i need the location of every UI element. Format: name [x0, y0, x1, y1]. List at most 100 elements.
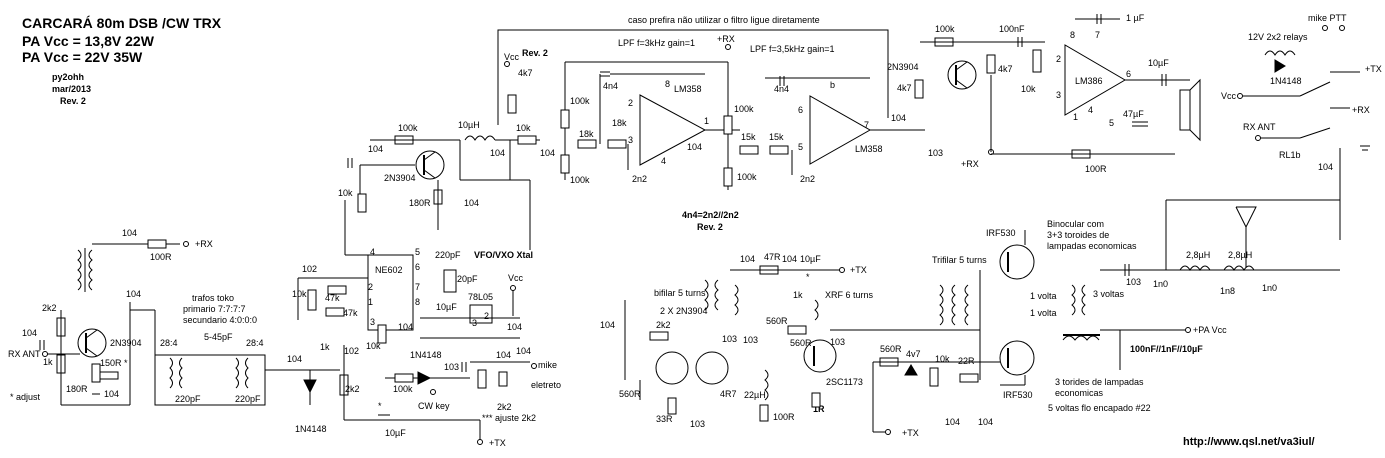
- cap-104-label: 104: [540, 148, 555, 158]
- cap-10u-label: 10µF: [800, 254, 821, 264]
- cap-220-label: 220pF: [235, 394, 261, 404]
- mike-terminal[interactable]: [531, 363, 537, 369]
- r100r-label: 100R: [150, 252, 172, 262]
- lm358-1-part-label: LM358: [674, 84, 702, 94]
- r15k-label: 15k: [741, 132, 756, 142]
- lpf1-note: LPF f=3kHz gain=1: [618, 38, 695, 48]
- filter-caps-label: 100nF//1nF//10µF: [1130, 344, 1203, 354]
- q2-part-label: 2N3904: [384, 173, 416, 183]
- bifilar-note: bifilar 5 turns: [654, 288, 706, 298]
- inductor-22uh-label: 22µH: [744, 390, 766, 400]
- rx-ant-input-label: RX ANT: [8, 349, 41, 359]
- cap-104-label: 104: [398, 322, 413, 332]
- trafos-note: secundario 4:0:0:0: [183, 315, 257, 325]
- cap-100n-label: 100nF: [999, 24, 1025, 34]
- pin-label: 6: [1126, 69, 1131, 79]
- cap-1n8-label: 1n8: [1220, 286, 1235, 296]
- r1k-label: 1k: [43, 357, 53, 367]
- 78l05-part-label: 78L05: [468, 292, 493, 302]
- trimmer-label: 5-45pF: [204, 332, 233, 342]
- zener-diode: [904, 364, 918, 376]
- date-label: mar/2013: [52, 84, 91, 94]
- mike-label: mike: [538, 360, 557, 370]
- inductor-10uh: [464, 135, 496, 141]
- diode-part-label: 1N4148: [295, 424, 327, 434]
- pin-label: 6: [415, 262, 420, 272]
- pin-label: 5: [798, 142, 803, 152]
- source-url[interactable]: http://www.qsl.net/va3iul/: [1183, 436, 1315, 448]
- mosfet1-part-label: IRF530: [986, 228, 1016, 238]
- pin-label: 1: [1073, 112, 1078, 122]
- pin-label: b: [830, 80, 835, 90]
- trafos-note: primario 7:7:7:7: [183, 304, 246, 314]
- pin-label: 2: [368, 282, 373, 292]
- revision-label: Rev. 2: [60, 96, 86, 106]
- cw-key-terminal[interactable]: [430, 389, 436, 395]
- ic-lm386: [1064, 44, 1126, 116]
- mike-ptt-terminal[interactable]: [1322, 25, 1328, 31]
- cap-1n0-label: 1n0: [1262, 283, 1277, 293]
- cap-104-label: 104: [490, 148, 505, 158]
- pin-label: 1: [704, 116, 709, 126]
- inductor-10uh-label: 10µH: [458, 120, 480, 130]
- transistor-q6-symbol: [803, 339, 837, 373]
- r10k-label: 10k: [366, 341, 381, 351]
- cap-104-label: 104: [496, 350, 511, 360]
- cap-1n0-label: 1n0: [1153, 279, 1168, 289]
- pin-label: 3: [628, 135, 633, 145]
- cap-220-label: 220pF: [452, 274, 478, 284]
- q6-part-label: 2SC1173: [826, 377, 863, 387]
- tx-rail-label: +TX: [850, 265, 867, 275]
- cap-104-label: 104: [287, 354, 302, 364]
- r10k-label: 10k: [338, 188, 353, 198]
- cap-104-label: 104: [687, 142, 702, 152]
- rx-transformer-primary: [77, 249, 82, 291]
- diode-part-label: 1N4148: [410, 350, 442, 360]
- trifilar-note: Trifilar 5 turns: [932, 255, 987, 265]
- rx-rail-label: +RX: [717, 34, 735, 44]
- pin-label: 4: [370, 247, 375, 257]
- mosfet-irf530-2: [999, 340, 1035, 376]
- cap-104-label: 104: [600, 320, 615, 330]
- cap-4n4-label: 4n4: [774, 84, 789, 94]
- trafos-note: trafos toko: [192, 293, 234, 303]
- pin-label: 7: [864, 120, 869, 130]
- polarity-mark: *: [378, 401, 382, 411]
- pa-choke: [1062, 335, 1100, 341]
- r100r-label: 100R: [1085, 164, 1107, 174]
- xrf-note: XRF 6 turns: [825, 290, 874, 300]
- inductor-l1: [1179, 265, 1211, 271]
- antenna-icon: [1235, 206, 1257, 229]
- cap-102-label: 102: [344, 346, 359, 356]
- pin-label: 7: [1095, 30, 1100, 40]
- r560-label: 560R: [880, 344, 902, 354]
- r1k-label: 1k: [320, 342, 330, 352]
- cap-104-label: 104: [507, 322, 522, 332]
- cap-104-label: 104: [464, 198, 479, 208]
- vcc-label: Vcc: [1221, 91, 1237, 101]
- r10k-label: 10k: [935, 354, 950, 364]
- transistor-q4-symbol: [655, 351, 689, 385]
- cap-103-label: 103: [690, 419, 705, 429]
- r100k-label: 100k: [737, 172, 757, 182]
- crystal: [443, 269, 457, 293]
- output-transformer: [1071, 284, 1076, 316]
- transistor-q2-symbol: [415, 150, 445, 180]
- rx-rail-label: +RX: [1352, 105, 1370, 115]
- toroids-note: 5 voltas flo encapado #22: [1048, 403, 1151, 413]
- binocular-note: Binocular com: [1047, 219, 1104, 229]
- cap-rev-note: Rev. 2: [697, 222, 723, 232]
- r15k-label: 15k: [769, 132, 784, 142]
- r47k-label: 47k: [343, 308, 358, 318]
- cap-10u-label: 10µF: [385, 428, 406, 438]
- cap-220-label: 220pF: [435, 250, 461, 260]
- r2k2-label: 2k2: [42, 303, 57, 313]
- inductor-l2: [1223, 265, 1255, 271]
- pin-label: 5: [415, 247, 420, 257]
- r4k7-label: 4k7: [518, 68, 533, 78]
- pin-label: 2: [628, 98, 633, 108]
- pin-label: 4: [1088, 105, 1093, 115]
- r4k7-label: 4k7: [998, 64, 1013, 74]
- mosfet2-part-label: IRF530: [1003, 390, 1033, 400]
